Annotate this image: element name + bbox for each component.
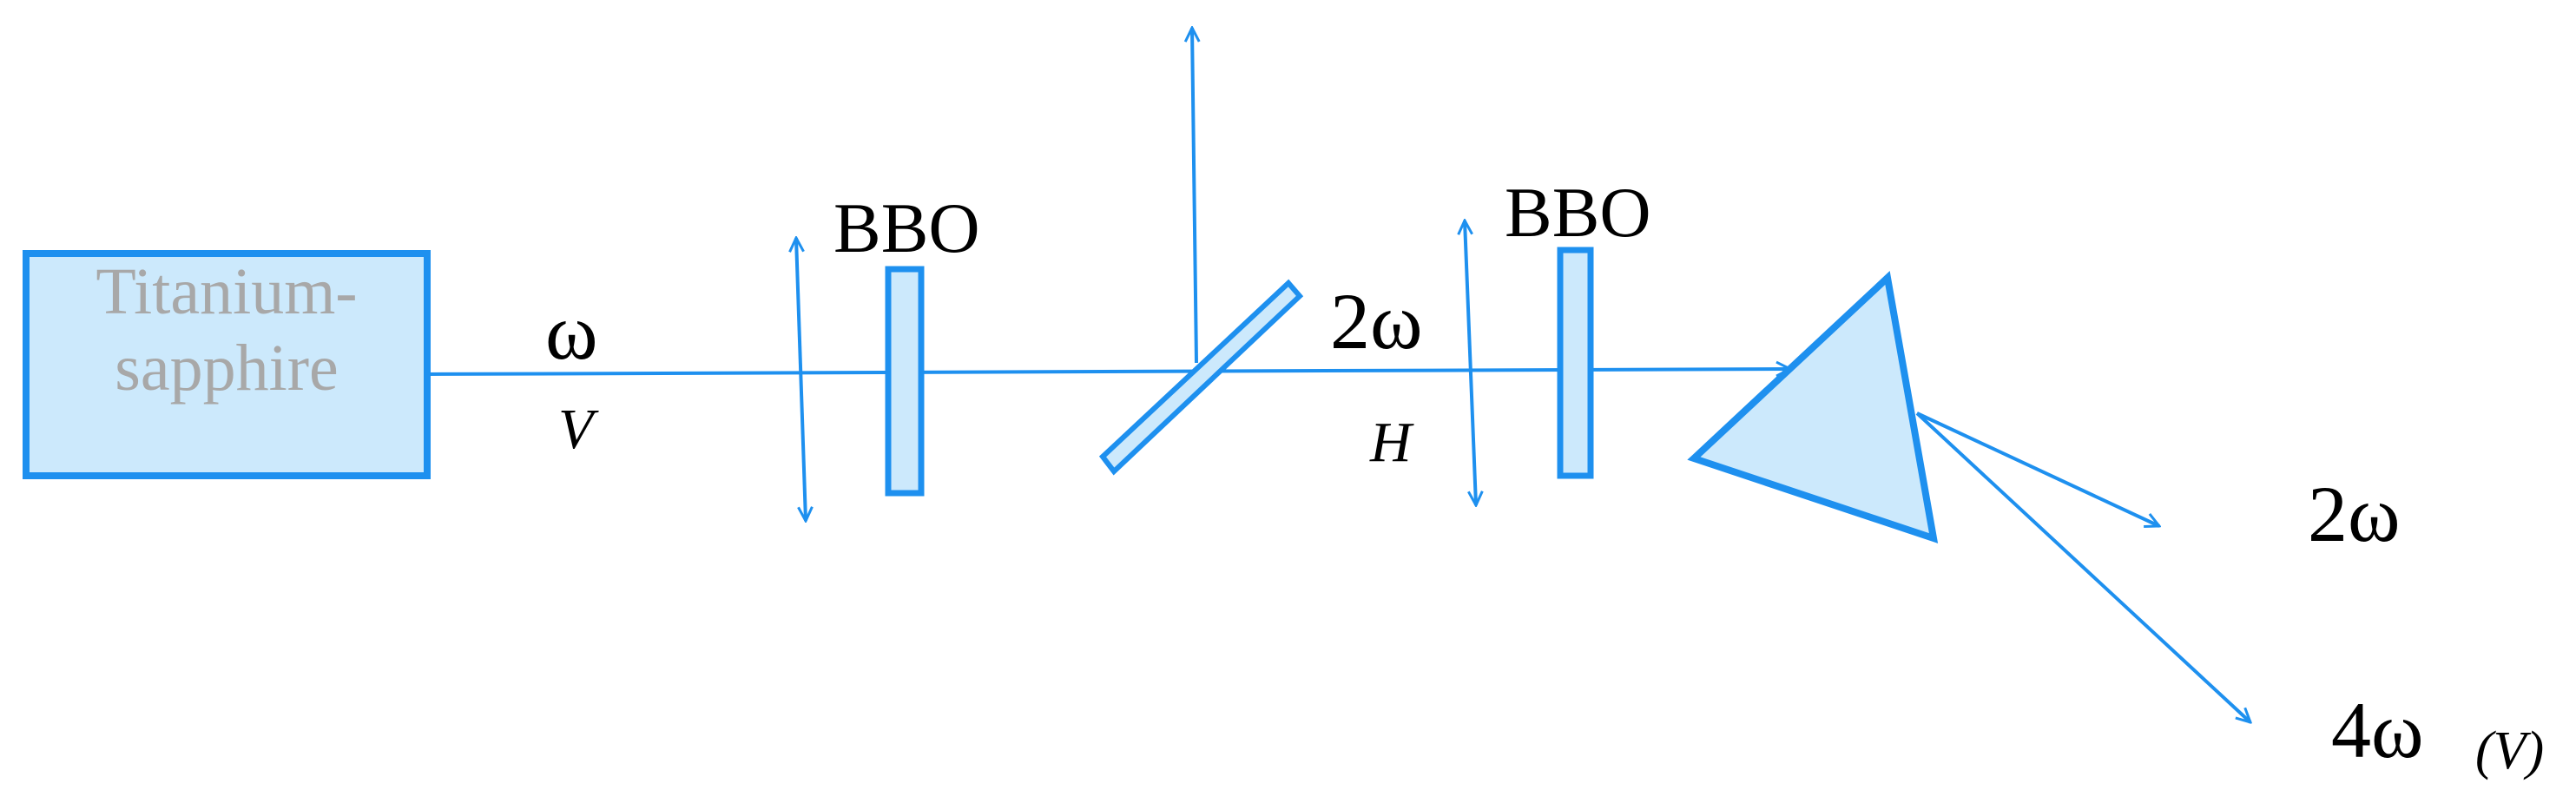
polarization-arrow-2 (1465, 221, 1476, 505)
two-omega-output-label: 2ω (2308, 470, 2401, 558)
bbo-crystal-1 (885, 266, 925, 497)
laser-label: Titanium- sapphire (26, 254, 427, 406)
dichroic-mirror (1098, 279, 1304, 476)
bbo-label-1: BBO (833, 188, 980, 267)
bbo-crystal-2 (1557, 247, 1594, 479)
polarization-arrow-1 (796, 238, 806, 521)
omega-label: ω (545, 287, 598, 376)
reflected-beam-up (1192, 28, 1196, 364)
output-beam-2omega (1916, 412, 2159, 526)
laser-label-line2: sapphire (115, 332, 339, 405)
two-omega-label-mid: 2ω (1330, 277, 1423, 365)
polarization-h-label: H (1370, 411, 1412, 474)
laser-label-line1: Titanium- (96, 255, 358, 328)
four-omega-polarization-label: (V) (2475, 721, 2545, 780)
polarization-v-label: V (558, 398, 594, 461)
bbo-label-2: BBO (1505, 173, 1651, 252)
output-beam-4omega (1915, 412, 2250, 722)
dispersing-prism (1687, 271, 1939, 543)
titanium-sapphire-laser (23, 250, 431, 479)
four-omega-output-label: 4ω (2331, 686, 2424, 774)
